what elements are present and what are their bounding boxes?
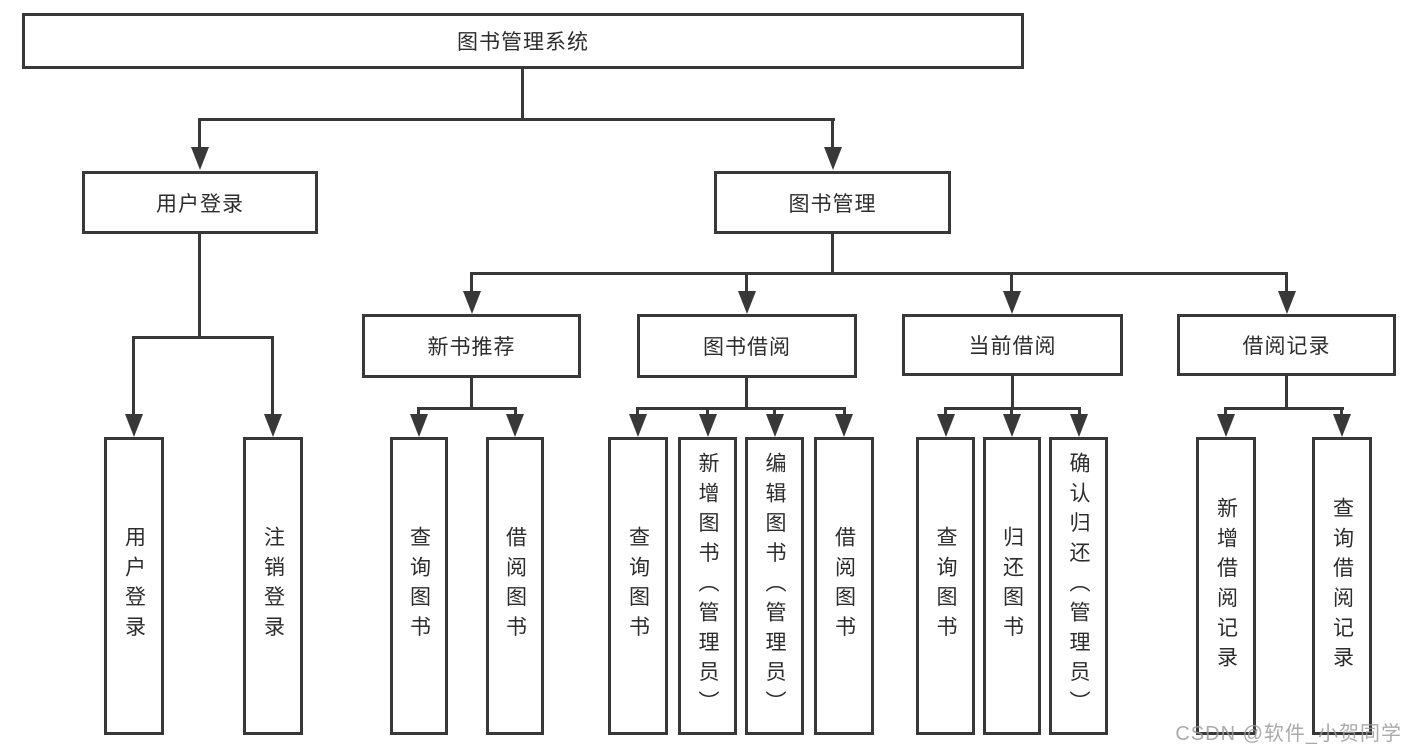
leaf-label: 借阅图书 bbox=[503, 526, 527, 646]
connector-line bbox=[1010, 407, 1013, 415]
arrow-down-icon bbox=[766, 414, 784, 437]
node-leaf-add-borrow-record: 新增借阅记录 bbox=[1196, 437, 1256, 735]
leaf-label: 查询图书 bbox=[407, 526, 431, 646]
connector-line bbox=[1340, 407, 1343, 415]
leaf-label: 新增图书（管理员） bbox=[696, 451, 719, 721]
leaf-label: 查询借阅记录 bbox=[1330, 496, 1354, 676]
connector-line bbox=[514, 407, 517, 415]
arrow-down-icon bbox=[191, 147, 209, 170]
node-user-login: 用户登录 bbox=[82, 171, 318, 234]
connector-line bbox=[132, 336, 135, 415]
connector-line bbox=[1285, 272, 1288, 291]
arrow-down-icon bbox=[835, 414, 853, 437]
node-borrow-records: 借阅记录 bbox=[1177, 314, 1396, 376]
node-leaf-query-borrow-record: 查询借阅记录 bbox=[1312, 437, 1372, 735]
connector-line bbox=[470, 272, 1288, 275]
node-leaf-query-books-borrowing: 查询图书 bbox=[608, 437, 668, 735]
leaf-label: 查询图书 bbox=[934, 526, 957, 646]
leaf-label: 确认归还（管理员） bbox=[1067, 451, 1090, 721]
connector-line bbox=[1224, 407, 1227, 415]
arrow-down-icon bbox=[264, 414, 282, 437]
node-leaf-return-books: 归还图书 bbox=[983, 437, 1041, 735]
node-current-borrowing: 当前借阅 bbox=[902, 314, 1123, 376]
node-leaf-confirm-return-admin: 确认归还（管理员） bbox=[1049, 437, 1108, 735]
node-leaf-borrow-books-recommend: 借阅图书 bbox=[486, 437, 544, 735]
arrow-down-icon bbox=[1333, 414, 1351, 437]
arrow-down-icon bbox=[824, 147, 842, 170]
node-leaf-query-books-recommend: 查询图书 bbox=[390, 437, 448, 735]
arrow-down-icon bbox=[738, 291, 756, 314]
connector-line bbox=[417, 407, 517, 410]
connector-line bbox=[1010, 272, 1013, 291]
node-leaf-borrow-books: 借阅图书 bbox=[814, 437, 874, 735]
arrow-down-icon bbox=[506, 414, 524, 437]
connector-line bbox=[521, 69, 524, 118]
arrow-down-icon bbox=[1217, 414, 1235, 437]
connector-line bbox=[831, 234, 834, 272]
node-new-book-recommend: 新书推荐 bbox=[362, 314, 581, 378]
connector-line bbox=[831, 118, 834, 147]
connector-line bbox=[1224, 407, 1344, 410]
watermark: CSDN @软件_小贺同学 bbox=[1175, 723, 1402, 745]
connector-line bbox=[198, 234, 201, 336]
arrow-down-icon bbox=[1003, 291, 1021, 314]
node-leaf-user-login: 用户登录 bbox=[104, 437, 164, 735]
arrow-down-icon bbox=[463, 291, 481, 314]
connector-line bbox=[636, 407, 846, 410]
arrow-down-icon bbox=[699, 414, 717, 437]
connector-line bbox=[843, 407, 846, 415]
leaf-label: 用户登录 bbox=[122, 526, 146, 646]
arrow-down-icon bbox=[937, 414, 955, 437]
connector-line bbox=[706, 407, 709, 415]
leaf-label: 查询图书 bbox=[626, 526, 650, 646]
node-leaf-logout: 注销登录 bbox=[243, 437, 303, 735]
node-book-borrowing: 图书借阅 bbox=[637, 314, 857, 378]
arrow-down-icon bbox=[629, 414, 647, 437]
connector-line bbox=[470, 272, 473, 291]
arrow-down-icon bbox=[410, 414, 428, 437]
connector-line bbox=[745, 378, 748, 407]
leaf-label: 归还图书 bbox=[1000, 526, 1024, 646]
connector-line bbox=[198, 118, 835, 121]
connector-line bbox=[132, 336, 274, 339]
connector-line bbox=[470, 378, 473, 407]
connector-line bbox=[636, 407, 639, 415]
leaf-label: 新增借阅记录 bbox=[1214, 496, 1238, 676]
node-leaf-query-books-current: 查询图书 bbox=[916, 437, 975, 735]
leaf-label: 借阅图书 bbox=[832, 526, 856, 646]
connector-line bbox=[944, 407, 947, 415]
node-library-system: 图书管理系统 bbox=[22, 13, 1024, 69]
node-leaf-edit-book-admin: 编辑图书（管理员） bbox=[745, 437, 804, 735]
connector-line bbox=[1285, 376, 1288, 407]
connector-line bbox=[773, 407, 776, 415]
node-book-management: 图书管理 bbox=[714, 171, 951, 234]
connector-line bbox=[745, 272, 748, 291]
arrow-down-icon bbox=[1278, 291, 1296, 314]
connector-line bbox=[417, 407, 420, 415]
leaf-label: 编辑图书（管理员） bbox=[763, 451, 786, 721]
connector-line bbox=[271, 336, 274, 415]
arrow-down-icon bbox=[1070, 414, 1088, 437]
node-leaf-add-book-admin: 新增图书（管理员） bbox=[678, 437, 737, 735]
connector-line bbox=[1078, 407, 1081, 415]
leaf-label: 注销登录 bbox=[261, 526, 285, 646]
arrow-down-icon bbox=[125, 414, 143, 437]
connector-line bbox=[198, 118, 201, 147]
arrow-down-icon bbox=[1003, 414, 1021, 437]
connector-line bbox=[1011, 376, 1014, 407]
